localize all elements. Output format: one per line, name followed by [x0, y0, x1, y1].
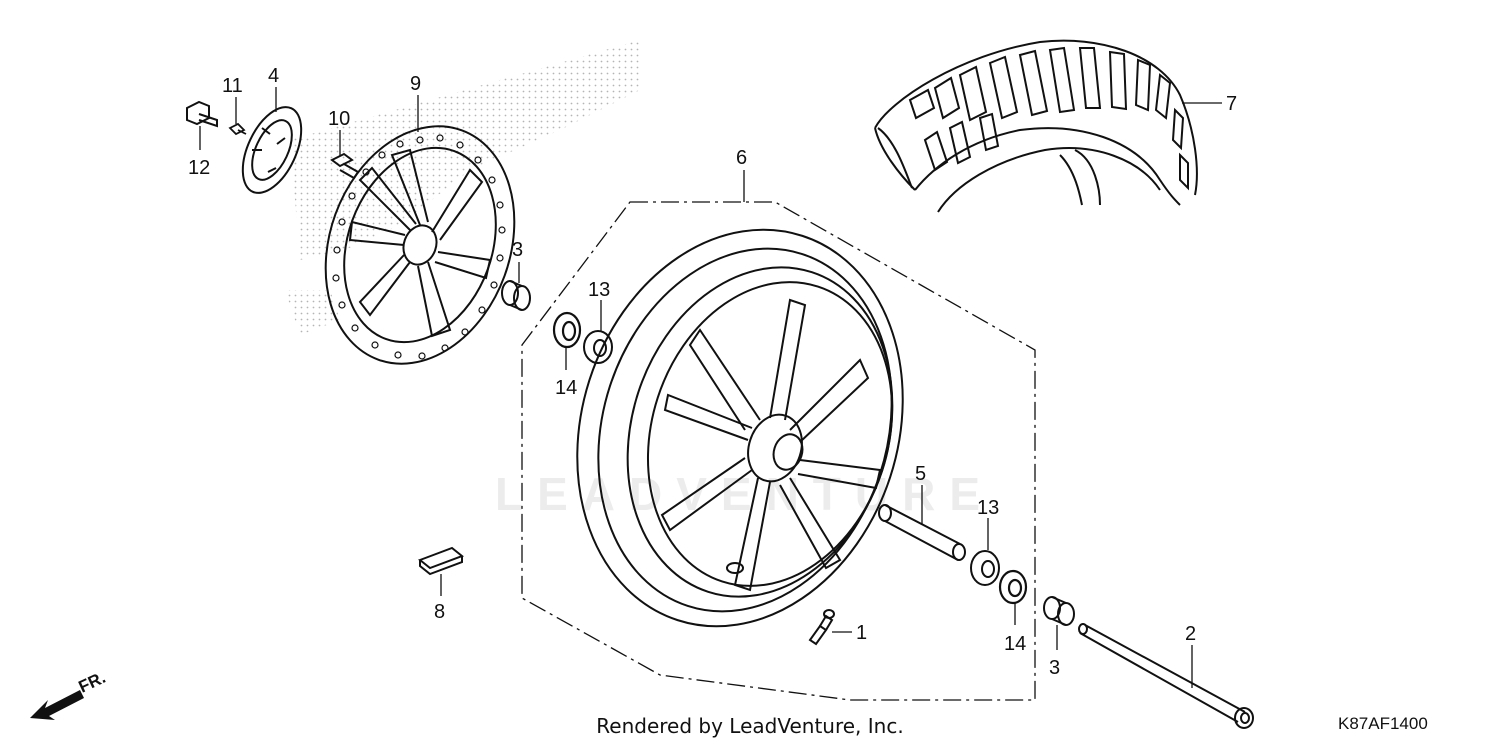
callout-2[interactable]: 2 — [1185, 623, 1196, 645]
render-credit: Rendered by LeadVenture, Inc. — [596, 714, 904, 738]
callout-11[interactable]: 11 — [222, 75, 243, 97]
callout-13-left[interactable]: 13 — [588, 279, 610, 301]
seal-part-14-left[interactable] — [552, 311, 582, 349]
callout-1[interactable]: 1 — [856, 622, 867, 644]
wheel-part-6[interactable] — [527, 187, 952, 669]
bearing-part-13-left[interactable] — [583, 330, 613, 364]
callout-8[interactable]: 8 — [434, 601, 445, 623]
callout-3-left[interactable]: 3 — [512, 239, 523, 261]
valve-part-1[interactable] — [808, 609, 835, 646]
diagram-code: K87AF1400 — [1338, 714, 1428, 733]
direction-arrow-icon — [30, 690, 84, 720]
callout-10[interactable]: 10 — [328, 108, 350, 130]
weight-part-8[interactable] — [418, 546, 464, 576]
collar-part-3-left[interactable] — [501, 280, 531, 311]
wheel-assembly-boundary — [521, 201, 1036, 701]
callout-6[interactable]: 6 — [736, 147, 747, 169]
disc-shading — [290, 40, 640, 260]
callout-12[interactable]: 12 — [188, 157, 210, 179]
callout-7[interactable]: 7 — [1226, 93, 1237, 115]
bearing-part-13-right[interactable] — [970, 550, 1000, 586]
ring-part-4[interactable] — [231, 98, 313, 202]
callout-3-right[interactable]: 3 — [1049, 657, 1060, 679]
callout-4[interactable]: 4 — [268, 65, 279, 87]
callout-9[interactable]: 9 — [410, 73, 421, 95]
brake-disc-part-9[interactable] — [294, 100, 547, 391]
screw-part-11[interactable] — [228, 122, 247, 136]
collar-part-3-right[interactable] — [1043, 596, 1075, 626]
disc-shading-lower — [285, 290, 340, 335]
callout-14-right[interactable]: 14 — [1004, 633, 1026, 655]
bolt-part-12[interactable] — [186, 100, 218, 128]
callout-5[interactable]: 5 — [915, 463, 926, 485]
callout-13-right[interactable]: 13 — [977, 497, 999, 519]
brake-disc-holes — [332, 134, 506, 360]
seal-part-14-right[interactable] — [998, 569, 1028, 605]
tire-part-7[interactable] — [874, 39, 1198, 213]
axle-part-2[interactable] — [1078, 623, 1254, 729]
callout-14-left[interactable]: 14 — [555, 377, 577, 399]
